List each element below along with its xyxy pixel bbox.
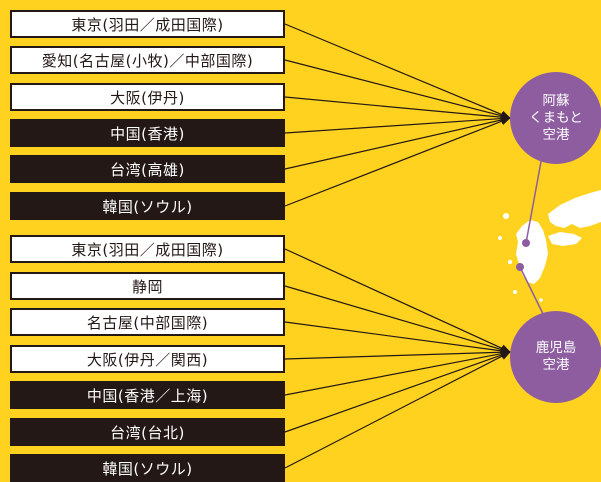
kumamoto-airport-circle: 阿蘇 くまもと 空港 [510,72,601,164]
map-island [498,236,502,240]
kagoshima-route-arrow [284,321,511,355]
kumamoto-route-arrow [284,96,511,122]
kagoshima-map-marker [516,263,524,271]
kumamoto-route-lines [284,23,511,207]
airport-name-line: 鹿児島 [535,340,577,356]
kagoshima-route-arrow [284,285,511,354]
kagoshima-route-box: 中国(香港／上海) [10,381,285,409]
kagoshima-route-box: 静岡 [10,272,285,300]
kagoshima-airport-circle: 鹿児島 空港 [510,311,601,403]
kagoshima-route-box: 韓国(ソウル) [10,454,285,482]
kumamoto-route-box: 中国(香港) [10,119,285,147]
kagoshima-route-box: 東京(羽田／成田国際) [10,235,285,263]
airport-name-line: 空港 [542,126,570,143]
kumamoto-route-box: 台湾(高雄) [10,155,285,183]
kumamoto-route-arrow [284,117,511,207]
kumamoto-route-box: 愛知(名古屋(小牧)／中部国際) [10,46,285,74]
kagoshima-route-arrow [284,348,511,360]
kumamoto-route-arrow [284,114,511,134]
map-island [513,290,517,294]
kumamoto-route-box: 韓国(ソウル) [10,192,285,220]
kagoshima-route-arrow [284,351,511,469]
kagoshima-route-box: 大阪(伊丹／関西) [10,345,285,373]
kagoshima-route-lines [284,248,511,469]
kagoshima-route-box: 台湾(台北) [10,418,285,446]
map-island [539,298,543,302]
japan-map [498,190,601,302]
airport-name-line: 空港 [542,357,570,373]
map-island [507,259,513,265]
kagoshima-route-arrow [284,248,511,353]
map-island [503,213,509,219]
map-honshu [548,190,601,228]
kagoshima-locator-line [519,266,546,319]
map-shikoku [548,232,582,246]
kumamoto-route-arrow [284,59,511,120]
kumamoto-map-marker [522,239,530,247]
kumamoto-route-box: 東京(羽田／成田国際) [10,10,285,38]
kagoshima-route-arrow [284,349,511,396]
kagoshima-route-box: 名古屋(中部国際) [10,308,285,336]
kagoshima-route-arrow [284,351,511,433]
kumamoto-route-arrow [284,116,511,170]
airport-name-line: 阿蘇 [542,92,570,109]
kumamoto-route-box: 大阪(伊丹) [10,83,285,111]
kumamoto-route-arrow [284,23,511,119]
airport-name-line: くまもと [529,109,583,126]
map-kyushu [516,220,548,284]
